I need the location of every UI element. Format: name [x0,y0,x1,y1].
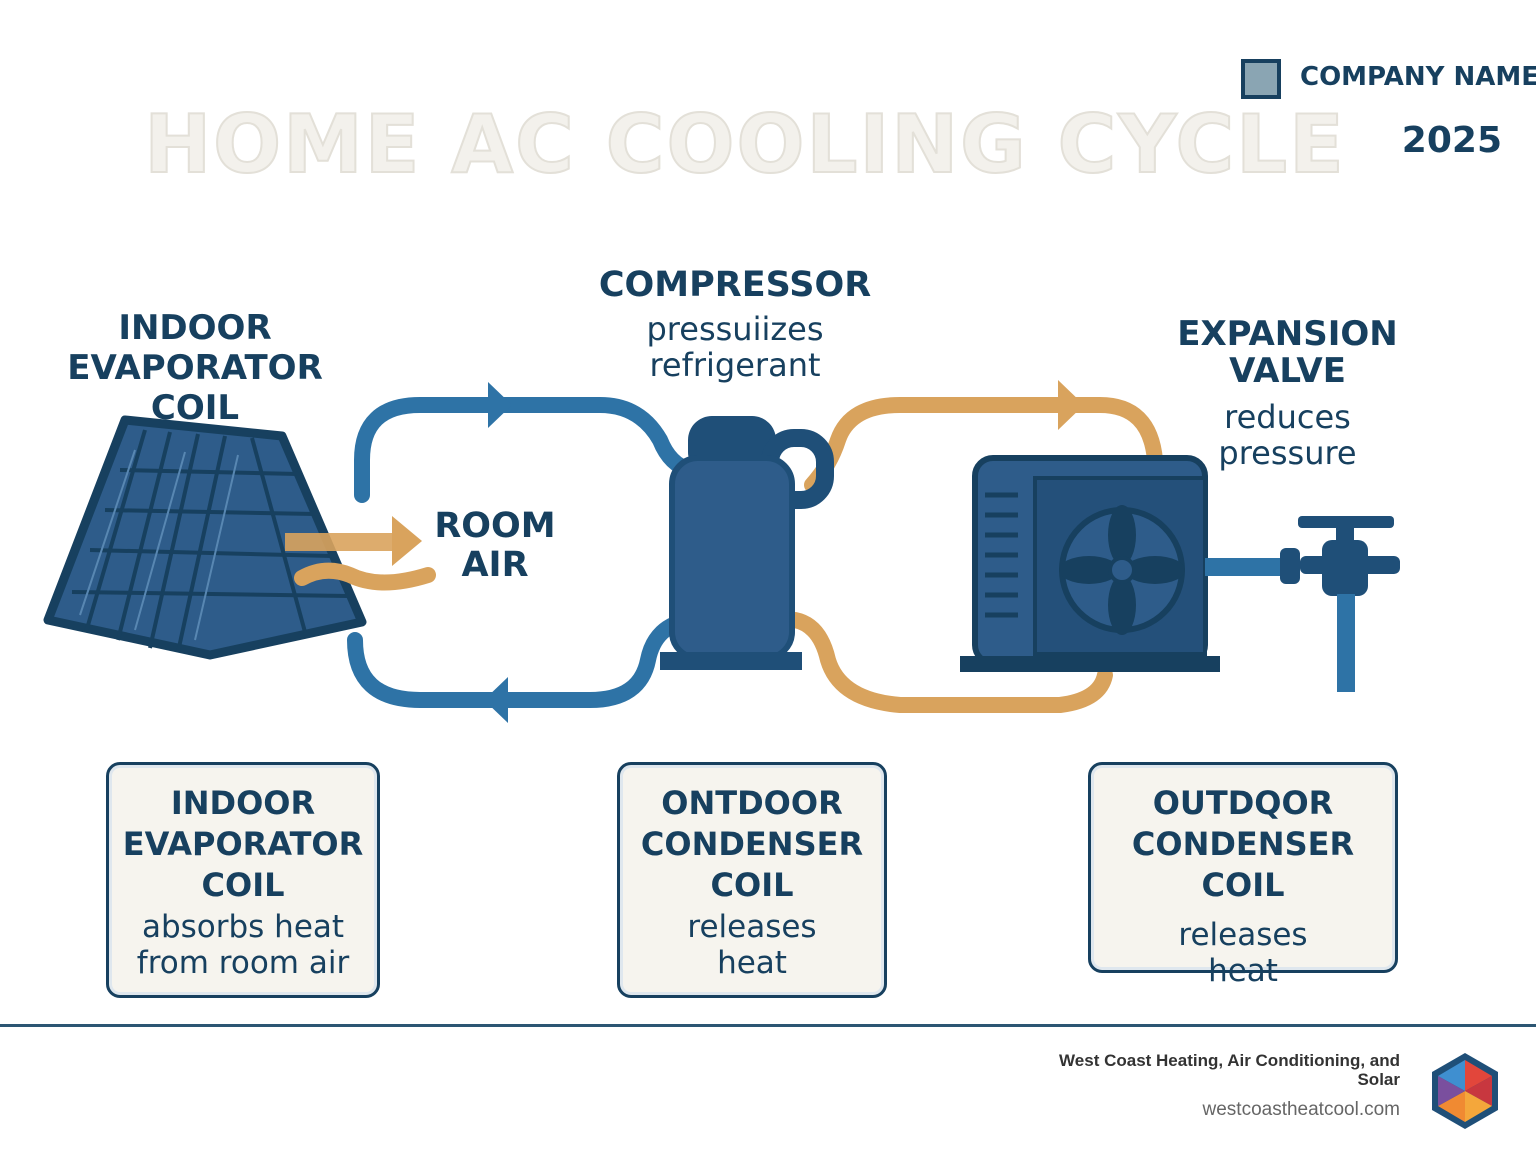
blue-pipe-loop [347,397,698,708]
card-outdoor-condenser-1: ONTDOOR CONDENSER COIL releases heat [617,762,887,998]
compressor-icon [660,416,834,670]
fan-icon [1059,505,1185,635]
orange-arrow-right-icon [1058,380,1084,430]
condenser-unit-icon [960,455,1220,672]
footer-divider [0,1024,1536,1027]
expansion-valve-icon [1205,516,1400,692]
footer-website-link[interactable]: westcoastheatcool.com [1202,1099,1401,1120]
evaporator-coil-icon [43,415,367,660]
room-air-label: ROOM AIR [434,506,556,586]
card-indoor-evaporator: INDOOR EVAPORATOR COIL absorbs heat from… [106,762,380,998]
blue-arrow-down-icon [484,677,508,723]
evaporator-label: INDOOR EVAPORATOR COIL [67,308,323,429]
room-air-arrow-icon [285,516,436,591]
compressor-title: COMPRESSOR [598,265,872,305]
year-label: 2025 [1401,120,1502,161]
blue-arrow-up-icon [488,382,512,428]
company-name: COMPANY NAME [1300,62,1536,92]
compressor-description: pressuiizes refrigerant [646,310,824,384]
expansion-valve-description: reduces pressure [1218,398,1357,472]
ac-cycle-diagram [43,380,1400,723]
expansion-valve-title: EXPANSION VALVE [1177,314,1398,391]
company-logo-icon [1241,59,1281,99]
footer-company-name: West Coast Heating, Air Conditioning, an… [1059,1051,1400,1089]
west-coast-hex-logo-icon [1432,1053,1498,1129]
card-outdoor-condenser-2: OUTDQOR CONDENSER COIL releases heat [1088,762,1398,989]
page-title: HOME AC COOLING CYCLE [143,97,1346,192]
